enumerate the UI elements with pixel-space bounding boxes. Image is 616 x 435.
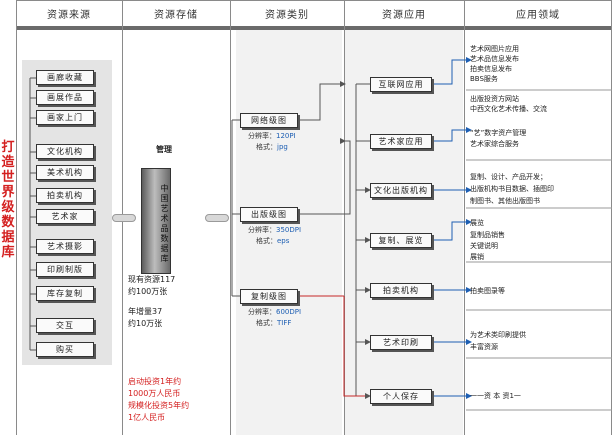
- flow-arrow: [205, 214, 229, 222]
- source-auction: 拍卖机构: [36, 188, 94, 203]
- header-categories: 资源类别: [265, 9, 309, 21]
- arrow-head: [340, 138, 346, 144]
- header-sources: 资源来源: [47, 9, 91, 21]
- artwork-database: 中国艺术品数据库: [141, 168, 171, 274]
- arrow-head: [466, 287, 472, 293]
- app-auction: 拍卖机构: [370, 283, 432, 298]
- arrow-head: [466, 219, 472, 225]
- stat-current-count: 约100万张: [128, 287, 168, 296]
- arrow-head: [466, 339, 472, 345]
- header-fields: 应用领域: [516, 9, 560, 21]
- field-link: [434, 129, 466, 142]
- arrow-head: [365, 339, 371, 345]
- field-line: 一一资 本 资1一: [470, 392, 521, 400]
- field-link: [434, 59, 466, 85]
- field-line: 拍卖图录等: [470, 287, 505, 295]
- field-link: [434, 221, 466, 241]
- arrow-head: [466, 127, 472, 133]
- replica-wire: [343, 296, 370, 397]
- arrow-head: [365, 287, 371, 293]
- app-internet: 互联网应用: [370, 77, 432, 92]
- source-exchange: 交互: [36, 318, 94, 333]
- arrow-head: [340, 81, 346, 87]
- app-artist: 艺术家应用: [370, 134, 432, 149]
- field-line: 艺术家综合服务: [470, 140, 519, 148]
- category-publish-res: 分辨率：350DPI: [248, 226, 302, 234]
- field-line: 丰富资源: [470, 343, 498, 351]
- source-gallery: 画廊收藏: [36, 70, 94, 85]
- category-publish-fmt: 格式：eps: [256, 237, 290, 245]
- field-line: 艺术网图片应用: [470, 45, 519, 53]
- arrow-head: [466, 57, 472, 63]
- column-divider: [16, 0, 17, 435]
- category-replica-fmt: 格式：TIFF: [256, 319, 292, 327]
- field-line: 展销: [470, 253, 484, 261]
- source-printing: 印刷制版: [36, 262, 94, 277]
- source-art-org: 美术机构: [36, 165, 94, 180]
- field-line: 展览: [470, 219, 484, 227]
- source-exhibition: 画展作品: [36, 90, 94, 105]
- field-line: 关键说明: [470, 242, 498, 250]
- source-artist-visit: 画家上门: [36, 110, 94, 125]
- field-line: 复制、设计、产品开发；: [470, 173, 547, 181]
- app-art-print: 艺术印刷: [370, 335, 432, 350]
- category-replica-res: 分辨率：600DPI: [248, 308, 302, 316]
- investment-scale: 规模化投资5年约: [128, 401, 190, 410]
- investment-scale-amount: 1亿人民币: [128, 413, 166, 422]
- header-storage: 资源存储: [154, 9, 198, 21]
- field-line: 制图书、其他出版图书: [470, 197, 540, 205]
- column-divider: [464, 0, 465, 435]
- side-title: 打造世界级数据库: [1, 140, 15, 260]
- field-line: 中西文化艺术传播、交流: [470, 105, 547, 113]
- category-network: 网络级图: [240, 113, 298, 128]
- field-line: 拍卖信息发布: [470, 65, 512, 73]
- header-applications: 资源应用: [382, 9, 426, 21]
- stat-growth-count: 约10万张: [128, 319, 163, 328]
- source-photography: 艺术摄影: [36, 239, 94, 254]
- field-line: 为艺术类印刷提供: [470, 331, 526, 339]
- top-band: [16, 26, 612, 30]
- app-replica-exhibit: 复制、展览: [370, 233, 432, 248]
- applications-panel: [345, 30, 463, 435]
- app-personal: 个人保存: [370, 389, 432, 404]
- field-line: 出版机构书目数据、插图印: [470, 185, 554, 193]
- stat-current: 现有资源117: [128, 275, 176, 284]
- storage-management-label: 管理: [156, 145, 172, 154]
- column-divider: [344, 0, 345, 435]
- field-line: 复制品销售: [470, 231, 505, 239]
- column-divider: [230, 0, 231, 435]
- publish-wire: [300, 140, 351, 215]
- category-publish: 出版级图: [240, 207, 298, 222]
- field-line: 艺术品信息发布: [470, 55, 519, 63]
- source-artist: 艺术家: [36, 209, 94, 224]
- source-purchase: 购买: [36, 342, 94, 357]
- category-replica: 复制级图: [240, 289, 298, 304]
- arrow-head: [466, 187, 472, 193]
- arrow-head: [466, 393, 472, 399]
- arrow-head: [365, 237, 371, 243]
- source-replica: 库存复制: [36, 286, 94, 301]
- category-network-fmt: 格式：jpg: [256, 143, 288, 151]
- header-top-rule: [16, 0, 612, 1]
- category-network-res: 分辨率：120PI: [248, 132, 296, 140]
- field-line: 出版投资方网站: [470, 95, 519, 103]
- categories-panel: [236, 30, 342, 435]
- field-line: “艺”数字资产管理: [470, 129, 527, 137]
- arrow-head: [365, 393, 371, 399]
- app-publishing: 文化出版机构: [370, 183, 432, 198]
- stat-growth: 年增量37: [128, 307, 163, 316]
- source-culture-org: 文化机构: [36, 144, 94, 159]
- network-wire: [300, 83, 342, 121]
- field-line: BBS服务: [470, 75, 498, 83]
- flow-arrow: [112, 214, 136, 222]
- investment-start: 启动投资1年约: [128, 377, 182, 386]
- investment-start-amount: 1000万人民币: [128, 389, 181, 398]
- column-divider: [611, 0, 612, 435]
- arrow-head: [365, 187, 371, 193]
